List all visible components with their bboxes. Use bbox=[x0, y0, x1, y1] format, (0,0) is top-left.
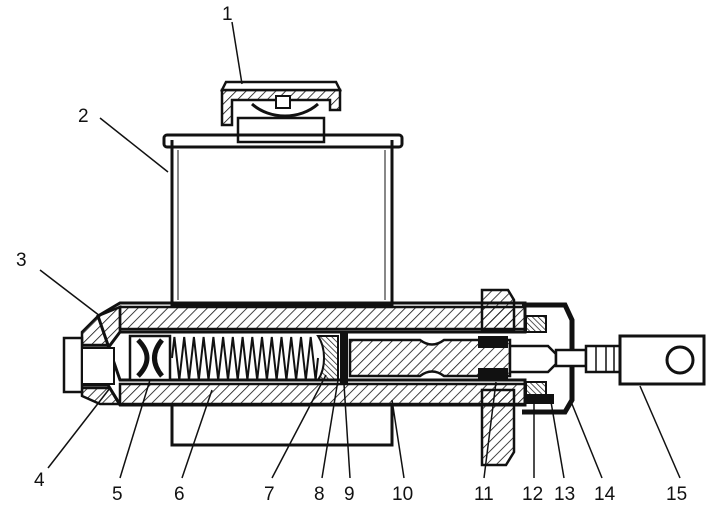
callout-1: 1 bbox=[222, 4, 233, 25]
callout-7: 7 bbox=[264, 484, 275, 505]
callout-14: 14 bbox=[594, 484, 616, 505]
callout-15: 15 bbox=[666, 484, 687, 505]
piston-assembly bbox=[316, 332, 512, 384]
callout-12: 12 bbox=[522, 484, 543, 505]
callout-labels: 1 2 3 4 5 6 7 8 9 10 11 12 13 14 15 bbox=[16, 4, 687, 505]
callout-11: 11 bbox=[474, 484, 494, 505]
reservoir bbox=[162, 133, 404, 447]
push-rod bbox=[508, 334, 706, 386]
callout-8: 8 bbox=[314, 484, 325, 505]
return-spring bbox=[171, 336, 319, 381]
check-valve bbox=[128, 334, 172, 382]
callout-9: 9 bbox=[344, 484, 355, 505]
cylinder-body bbox=[62, 301, 527, 407]
mounting-flange bbox=[480, 288, 516, 467]
callout-3: 3 bbox=[16, 250, 27, 271]
callout-13: 13 bbox=[554, 484, 575, 505]
callout-5: 5 bbox=[112, 484, 123, 505]
callout-6: 6 bbox=[174, 484, 185, 505]
leader-lines bbox=[39, 21, 681, 479]
callout-4: 4 bbox=[34, 470, 45, 491]
callout-10: 10 bbox=[392, 484, 413, 505]
filler-cap bbox=[219, 80, 343, 144]
callout-2: 2 bbox=[78, 106, 89, 127]
